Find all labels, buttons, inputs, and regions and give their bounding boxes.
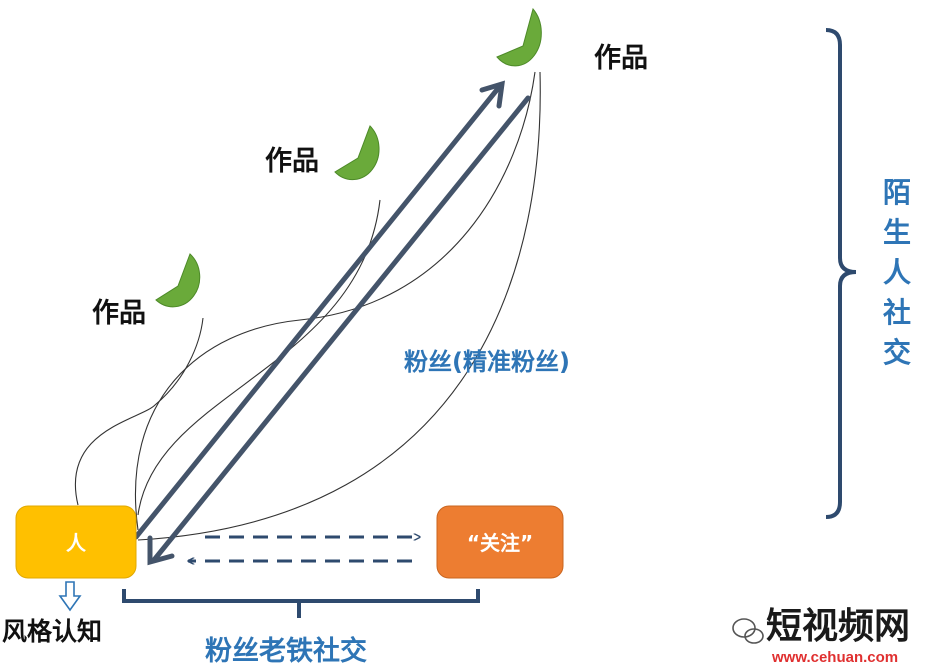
connector-person-to-work-top	[137, 71, 541, 541]
fans-social-bracket	[122, 589, 480, 618]
person-node: 人	[15, 505, 137, 579]
pacman-icon-top	[496, 7, 542, 67]
person-label: 人	[66, 531, 87, 555]
stranger-social-char-3: 人	[883, 256, 911, 289]
stranger-social-bracket	[825, 28, 857, 519]
arrow-work-to-person-head	[147, 535, 175, 566]
stranger-social-char-4: 社	[883, 296, 911, 329]
work-label-mid: 作品	[265, 146, 319, 177]
work-label-top: 作品	[594, 43, 648, 74]
arrow-work-to-person	[151, 95, 531, 563]
fans-precise-label: 粉丝(精准粉丝)	[404, 348, 570, 376]
down-arrow-icon	[58, 581, 82, 612]
stranger-social-char-2: 生	[883, 216, 911, 249]
fans-social-label: 粉丝老铁社交	[205, 635, 367, 667]
pacman-icon-low	[155, 253, 201, 308]
follow-label: “关注”	[467, 531, 533, 555]
stranger-social-char-5: 交	[883, 336, 911, 369]
dashed-arrows	[188, 537, 420, 561]
connector-person-to-work-mid	[137, 199, 381, 516]
arrow-person-to-work	[133, 83, 503, 540]
pacman-icon-mid	[334, 125, 380, 181]
connector-person-to-work-low	[75, 317, 204, 506]
watermark-brand: 短视频网	[766, 605, 910, 647]
watermark: 短视频网 www.cehuan.com	[732, 605, 910, 666]
follow-node: “关注”	[436, 505, 564, 579]
thin-connectors	[75, 71, 541, 541]
main-arrows	[133, 80, 531, 566]
connector-person-to-work-top-2	[134, 71, 536, 531]
stranger-social-char-1: 陌	[883, 176, 911, 209]
stranger-social-label: 陌 生 人 社 交	[883, 176, 911, 369]
watermark-url: www.cehuan.com	[771, 649, 898, 666]
arrow-person-to-work-head	[479, 80, 506, 109]
wechat-icon	[732, 618, 764, 644]
style-cognition-label: 风格认知	[2, 617, 102, 646]
work-label-low: 作品	[92, 298, 146, 329]
